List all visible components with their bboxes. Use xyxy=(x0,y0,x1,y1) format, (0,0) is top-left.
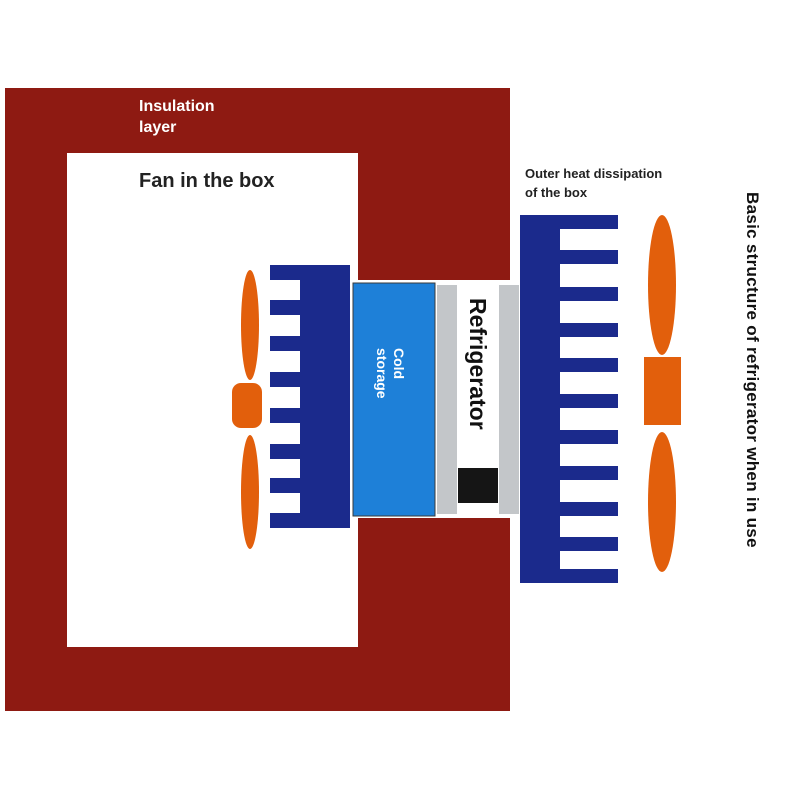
inner-fan xyxy=(232,270,262,549)
outer-heat-dissipation-label: Outer heat dissipation of the box xyxy=(525,164,662,202)
outer-heatsink xyxy=(520,215,618,583)
outer-heat-label-line1: Outer heat dissipation xyxy=(525,166,663,181)
cold-storage-label: Cold storage xyxy=(373,348,407,399)
refrigerator-label: Refrigerator xyxy=(465,298,491,430)
right-plate xyxy=(499,285,519,514)
outer-fan xyxy=(644,215,681,572)
left-plate xyxy=(437,285,457,514)
inner-heatsink xyxy=(270,265,350,528)
refrigerator-element xyxy=(458,468,498,503)
side-title: Basic structure of refrigerator when in … xyxy=(743,192,762,548)
cold-storage-label-line1: Cold xyxy=(391,348,407,380)
insulation-label: Insulation layer xyxy=(139,96,215,138)
fan-in-box-label: Fan in the box xyxy=(139,170,275,192)
insulation-label-line1: Insulation xyxy=(139,98,215,115)
insulation-label-line2: layer xyxy=(139,119,177,136)
cold-storage-block xyxy=(352,282,436,517)
outer-heat-label-line2: of the box xyxy=(525,185,588,200)
cold-storage-label-line2: storage xyxy=(374,348,390,399)
